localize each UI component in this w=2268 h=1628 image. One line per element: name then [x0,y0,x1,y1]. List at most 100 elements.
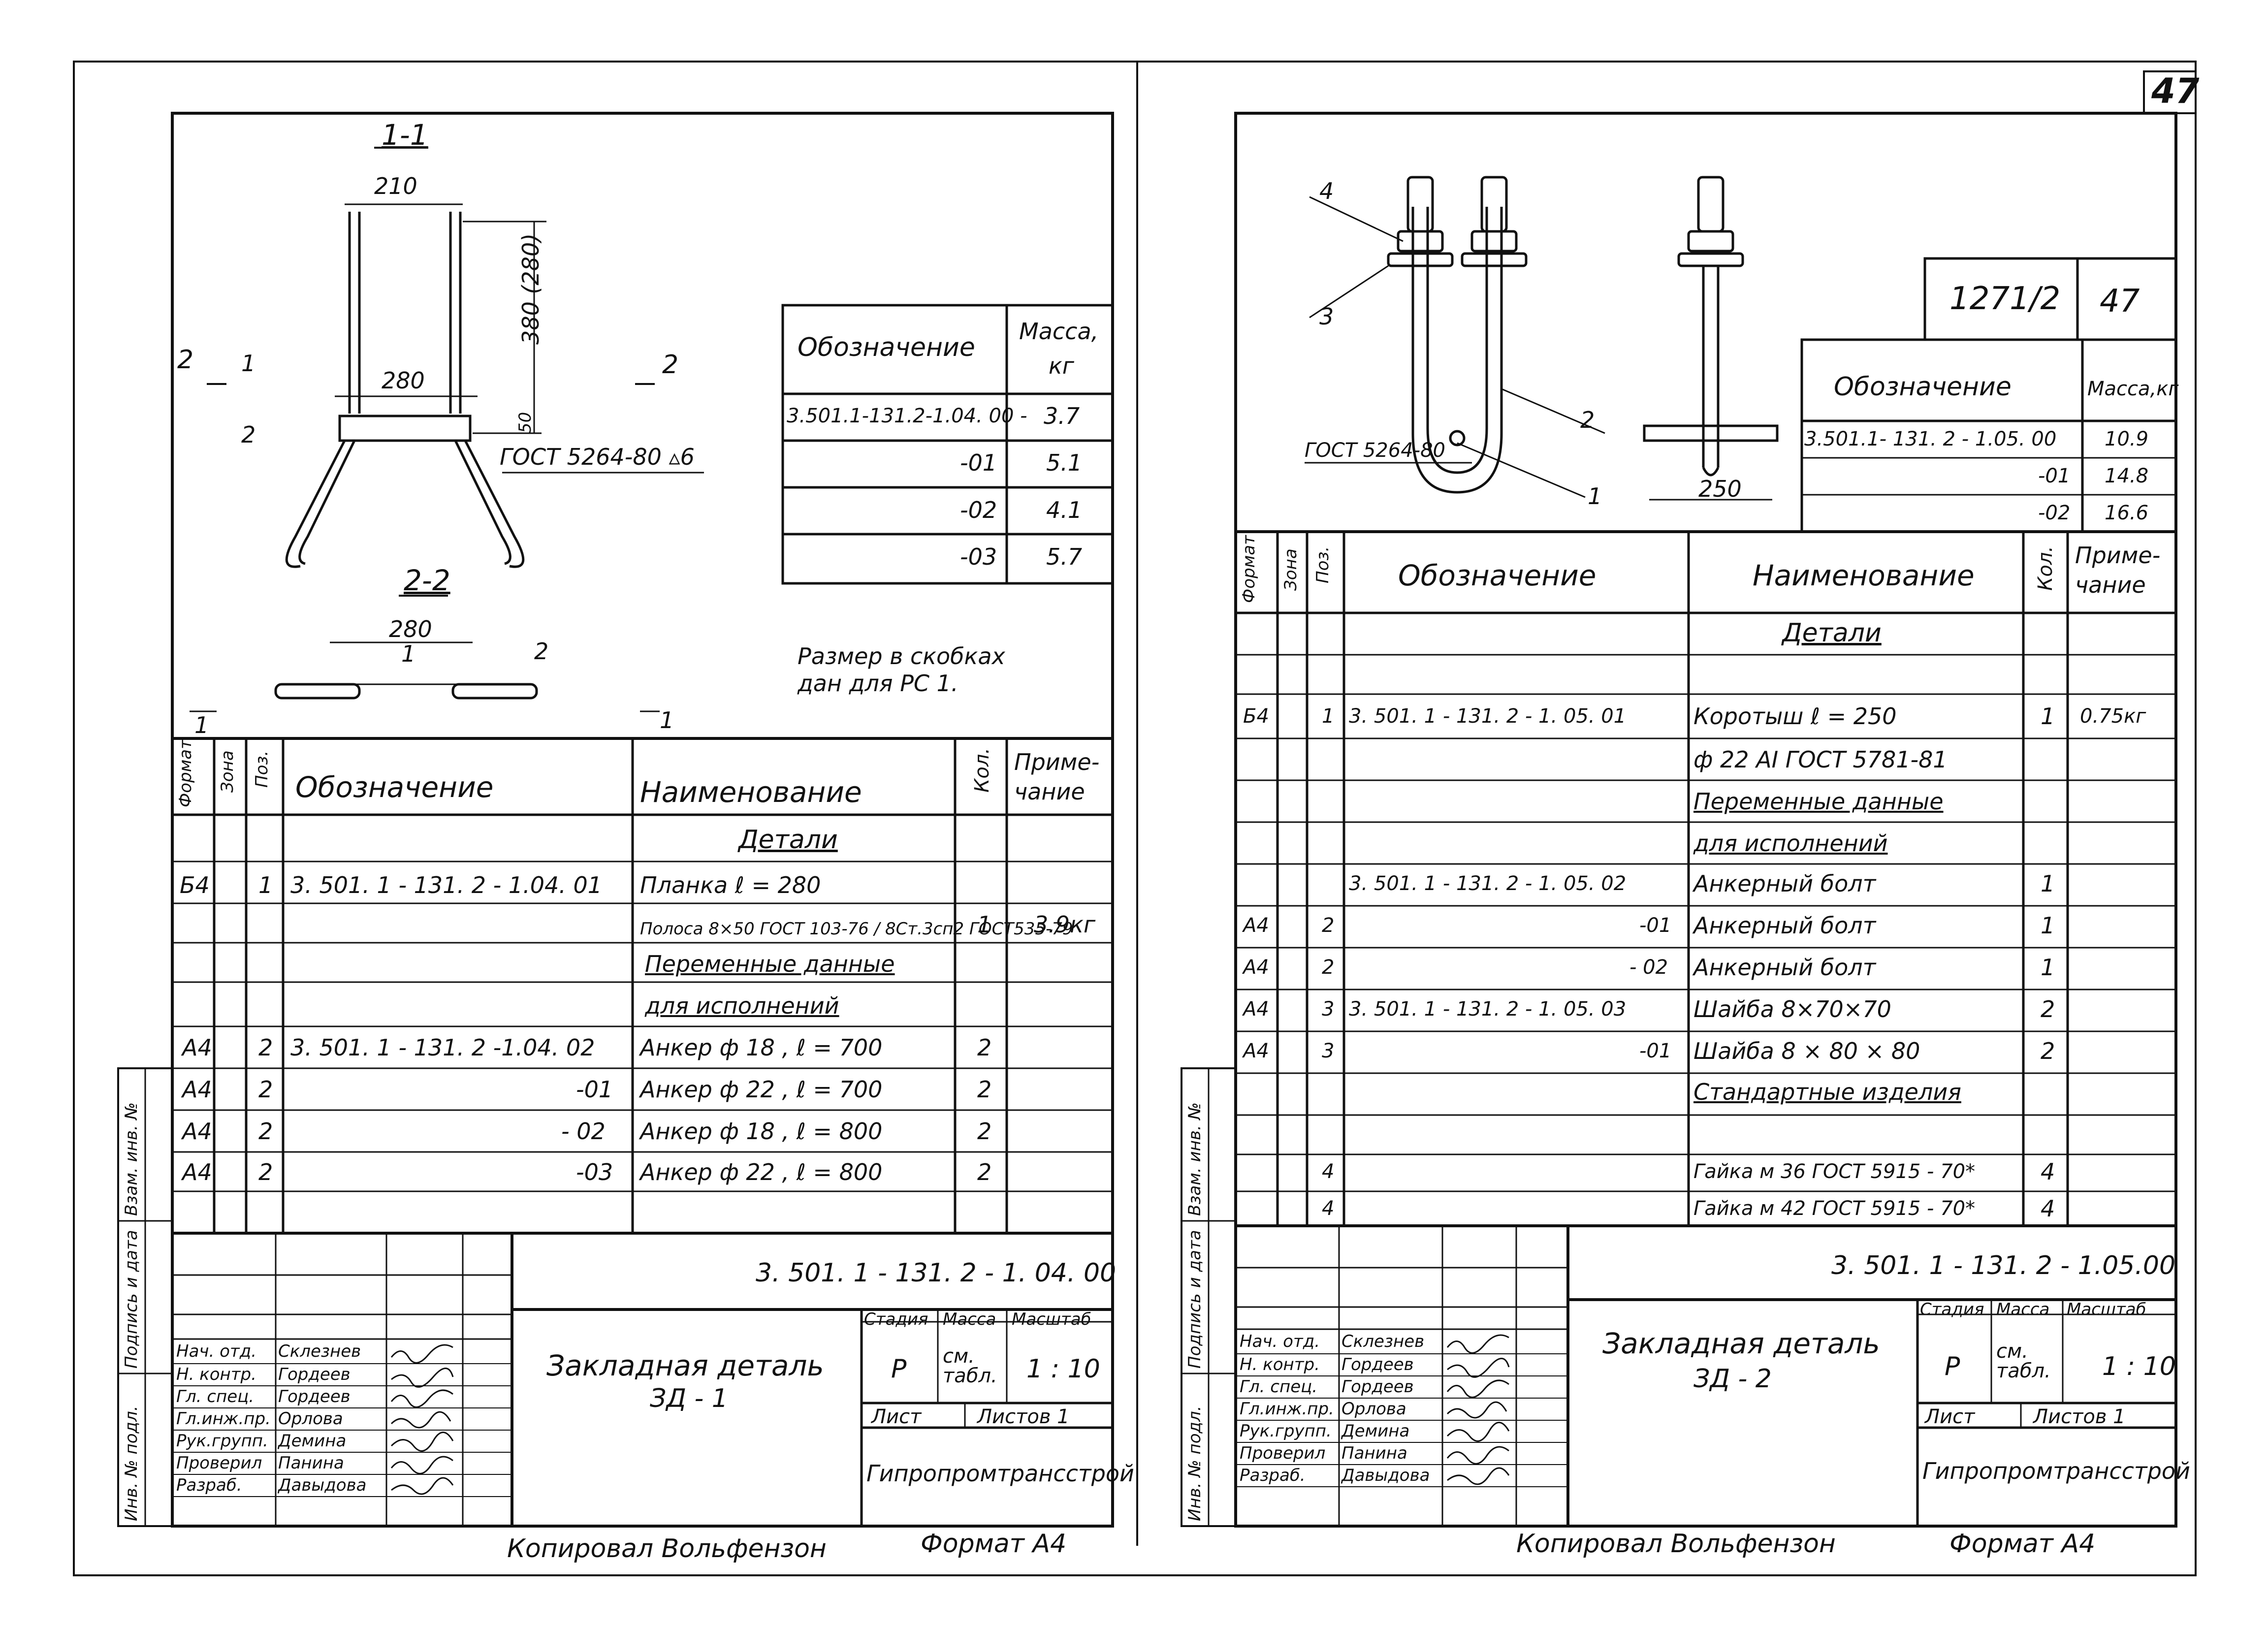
title-block-mass-header: Масса [943,1309,996,1329]
spec-row-name: Переменные данные [645,951,895,977]
title-block-scale-header: Масштаб [2067,1300,2146,1319]
spec-row-pos: 3 [1322,1040,1335,1062]
spec-row-qty: 2 [977,1118,992,1145]
person-role: Гл. спец. [1240,1377,1318,1397]
dim-280-b: 280 [389,616,432,642]
spec-row-qty: 1 [2041,912,2055,939]
person-role: Рук.групп. [1240,1421,1332,1441]
person-role: Проверил [176,1453,262,1473]
note-line-2: дан для РС 1. [798,670,958,697]
spec-header-format: Формат [1239,535,1259,603]
mass-row-value: 4.1 [1046,497,1083,523]
spec-row-qty: 2 [977,1034,992,1061]
title-block-mass: см. табл. [943,1345,997,1387]
spec-row-qty: 4 [2041,1195,2055,1222]
spec-row-pos: 4 [1322,1160,1335,1183]
mass-row-designation: -01 [2038,465,2071,487]
title-block-stage: Р [1945,1352,1960,1381]
spec-row-format: Б4 [1243,705,1269,728]
spec-header-note-1: Приме- [2075,542,2161,569]
spec-row-pos: 2 [1322,914,1335,937]
spec-row-qty: 1 [2041,954,2055,981]
person-name: Гордеев [1342,1355,1414,1374]
person-name: Гордеев [278,1387,351,1406]
cut-mark-2-left: 2 [177,345,194,375]
person-role: Разраб. [1240,1466,1306,1485]
mass-row-value: 14.8 [2105,465,2149,487]
spec-header-zone: Зона [1281,548,1301,591]
mass-row-designation: 3.501.1- 131. 2 - 1.05. 00 [1804,428,2057,450]
spec-row-name: Анкерный болт [1693,912,1876,939]
spec-row-format: А4 [1243,1040,1269,1062]
spec-row-name: ф 22 АI ГОСТ 5781-81 [1693,746,1948,773]
title-block-stage-header: Стадия [1920,1300,1984,1319]
callout-2: 2 [1580,407,1595,433]
spec-row-name: Переменные данные [1693,788,1944,815]
spec-row-pos: 2 [1322,956,1335,979]
spec-row-qty: 1 [2041,870,2055,897]
title-block-title-2: ЗД - 2 [1693,1364,1772,1394]
footer-copied: Копировал Вольфензон [1516,1529,1836,1559]
spec-row-qty: 2 [977,1159,992,1185]
spec-row-name: для исполнений [1693,830,1888,857]
mass-row-designation: 3.501.1-131.2-1.04. 00 - [787,405,1027,427]
spec-header-pos: Поз. [1313,546,1333,583]
person-role: Гл.инж.пр. [1240,1399,1334,1419]
spec-row-qty: 4 [2041,1158,2055,1185]
spec-header-qty: Кол. [971,747,993,793]
dim-280: 280 [382,367,425,394]
person-name: Орлова [278,1409,343,1429]
person-name: Давыдова [1342,1466,1430,1485]
spec-header-designation: Обозначение [1398,559,1597,592]
cut-mark-1-left: 1 [194,712,209,738]
callout-4: 4 [1319,178,1334,204]
spec-header-name: Наименование [1753,559,1975,592]
person-name: Гордеев [1342,1377,1414,1397]
spec-row-name: для исполнений [645,992,839,1019]
mass-row-value: 16.6 [2105,502,2149,524]
spec-row-pos: 2 [258,1159,273,1185]
person-role: Нач. отд. [1240,1332,1320,1351]
cut-mark-2-right: 2 [662,350,679,380]
title-block-scale: 1 : 10 [2102,1352,2176,1381]
mass-row-designation: -01 [960,449,997,476]
footer-format: Формат А4 [921,1529,1067,1559]
section-label-1-1: 1-1 [382,118,428,152]
spec-row-format: А4 [182,1159,212,1185]
mass-table-header-mass-2: кг [1049,352,1074,379]
spec-row-name: Гайка м 36 ГОСТ 5915 - 70* [1693,1160,1976,1183]
spec-row-name: Анкерный болт [1693,870,1876,897]
mass-table-header-designation: Обозначение [798,333,975,362]
spec-row-designation: 3. 501. 1 - 131. 2 - 1. 05. 01 [1349,705,1627,728]
spec-row-pos: 2 [258,1034,273,1061]
spec-row-pos: 2 [258,1076,273,1103]
person-name: Давыдова [278,1475,367,1495]
mass-table-header-mass: Масса,кг [2087,378,2179,400]
mass-row-designation: -02 [960,497,997,523]
person-role: Рук.групп. [176,1431,268,1451]
spec-row-name: Гайка м 42 ГОСТ 5915 - 70* [1693,1197,1976,1220]
mass-row-value: 5.7 [1046,543,1083,570]
spec-header-name: Наименование [640,775,862,809]
section-label-2-2: 2-2 [404,564,450,597]
doc-sheet: 47 [2100,283,2140,319]
spec-row-designation: 3. 501. 1 - 131. 2 - 1.04. 01 [290,872,603,898]
spec-row-pos: 1 [258,872,273,898]
spec-row-pos: 2 [258,1118,273,1145]
person-role: Н. контр. [176,1365,256,1384]
gost-weld-note: ГОСТ 5264-80 ▵6 [500,444,695,470]
person-role: Разраб. [176,1475,242,1495]
spec-row-designation: 3. 501. 1 - 131. 2 -1.04. 02 [290,1034,595,1061]
dim-250: 250 [1698,476,1742,502]
side-stamp-replace: Взам. инв. № [122,1102,141,1216]
title-block-scale-header: Масштаб [1012,1309,1091,1329]
spec-row-name: Анкер ф 18 , ℓ = 800 [640,1118,883,1145]
title-block-title-1: Закладная деталь [546,1349,824,1382]
spec-row-qty: 1 [2041,703,2055,730]
person-name: Гордеев [278,1365,351,1384]
callout-2: 2 [241,421,256,448]
mass-table-header-mass-1: Масса, [1019,318,1099,345]
spec-row-name: Детали [738,825,838,855]
title-block-sheet: Лист [1925,1405,1975,1428]
spec-header-zone: Зона [218,750,237,793]
